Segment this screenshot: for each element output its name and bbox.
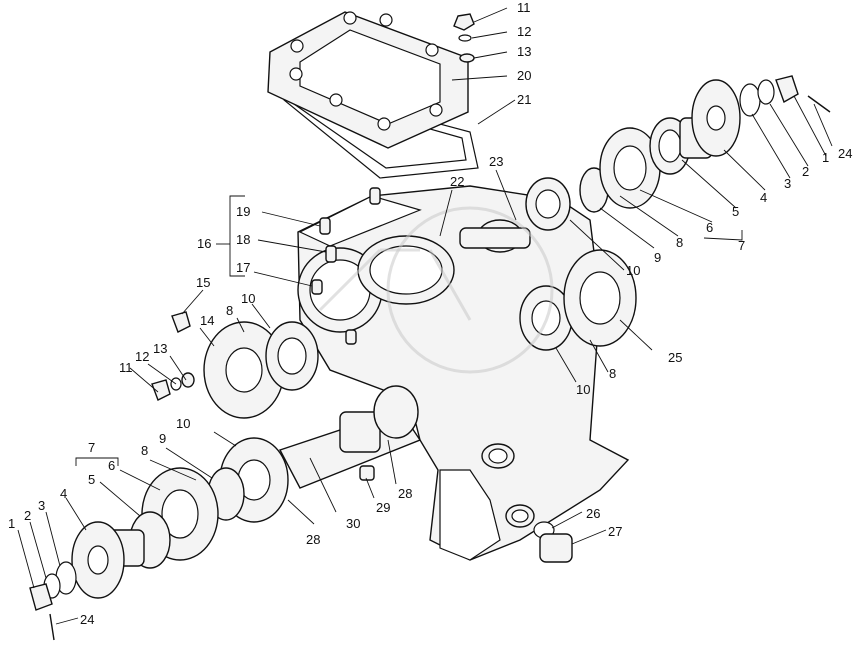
callout-17: 17 (236, 260, 250, 275)
cover-fasteners-part (453, 13, 475, 63)
leader-lines (17, 7, 833, 625)
callout-8-left-lower: 8 (141, 443, 148, 458)
left-middle-assembly-part (151, 311, 319, 419)
callout-11-left: 11 (119, 360, 133, 375)
callout-28-upper: 28 (398, 486, 412, 501)
left-lower-assembly-part (29, 437, 289, 641)
callout-19: 19 (236, 204, 250, 219)
right-lower-assembly-part (519, 249, 637, 351)
callout-11: 11 (517, 0, 531, 15)
callout-12-left: 12 (135, 349, 149, 364)
callout-24-left: 24 (80, 612, 94, 627)
callout-1-left: 1 (8, 516, 15, 531)
callout-10-right-upper: 10 (626, 263, 640, 278)
callout-25: 25 (668, 350, 682, 365)
callout-3-right: 3 (784, 176, 791, 191)
callout-6-right: 6 (706, 220, 713, 235)
callout-22: 22 (450, 174, 464, 189)
callout-28-lower: 28 (306, 532, 320, 547)
callout-3-left: 3 (38, 498, 45, 513)
callout-5-right: 5 (732, 204, 739, 219)
callout-24-right: 24 (838, 146, 852, 161)
callout-8-right-upper: 8 (676, 235, 683, 250)
callout-16: 16 (197, 236, 211, 251)
callout-5-left: 5 (88, 472, 95, 487)
callout-2-left: 2 (24, 508, 31, 523)
dowel-pins-part (311, 187, 381, 345)
callout-9-left-lower: 9 (159, 431, 166, 446)
callout-12: 12 (517, 24, 531, 39)
callout-30: 30 (346, 516, 360, 531)
callout-8-right-lower: 8 (609, 366, 616, 381)
right-upper-assembly-part (525, 75, 831, 231)
callout-13-left: 13 (153, 341, 167, 356)
callout-14: 14 (200, 313, 214, 328)
callout-20: 20 (517, 68, 531, 83)
callout-7-right: 7 (738, 238, 745, 253)
watermark-logo (318, 206, 554, 374)
callout-4-right: 4 (760, 190, 767, 205)
callout-27: 27 (608, 524, 622, 539)
callout-7-left: 7 (88, 440, 95, 455)
callout-4-left: 4 (60, 486, 67, 501)
callout-13: 13 (517, 44, 531, 59)
callout-26: 26 (586, 506, 600, 521)
top-cover-part (267, 11, 469, 149)
callout-8-left-mid: 8 (226, 303, 233, 318)
callout-21: 21 (517, 92, 531, 107)
callout-10-left-lower: 10 (176, 416, 190, 431)
callout-9-right: 9 (654, 250, 661, 265)
callout-18: 18 (236, 232, 250, 247)
callout-2-right: 2 (802, 164, 809, 179)
callout-6-left: 6 (108, 458, 115, 473)
callout-23: 23 (489, 154, 503, 169)
output-shaft-part (278, 385, 422, 489)
drain-plug-part (533, 521, 573, 563)
callout-10-right-lower: 10 (576, 382, 590, 397)
callout-1-right: 1 (822, 150, 829, 165)
callout-29: 29 (376, 500, 390, 515)
callout-10-left-mid: 10 (241, 291, 255, 306)
callout-15: 15 (196, 275, 210, 290)
